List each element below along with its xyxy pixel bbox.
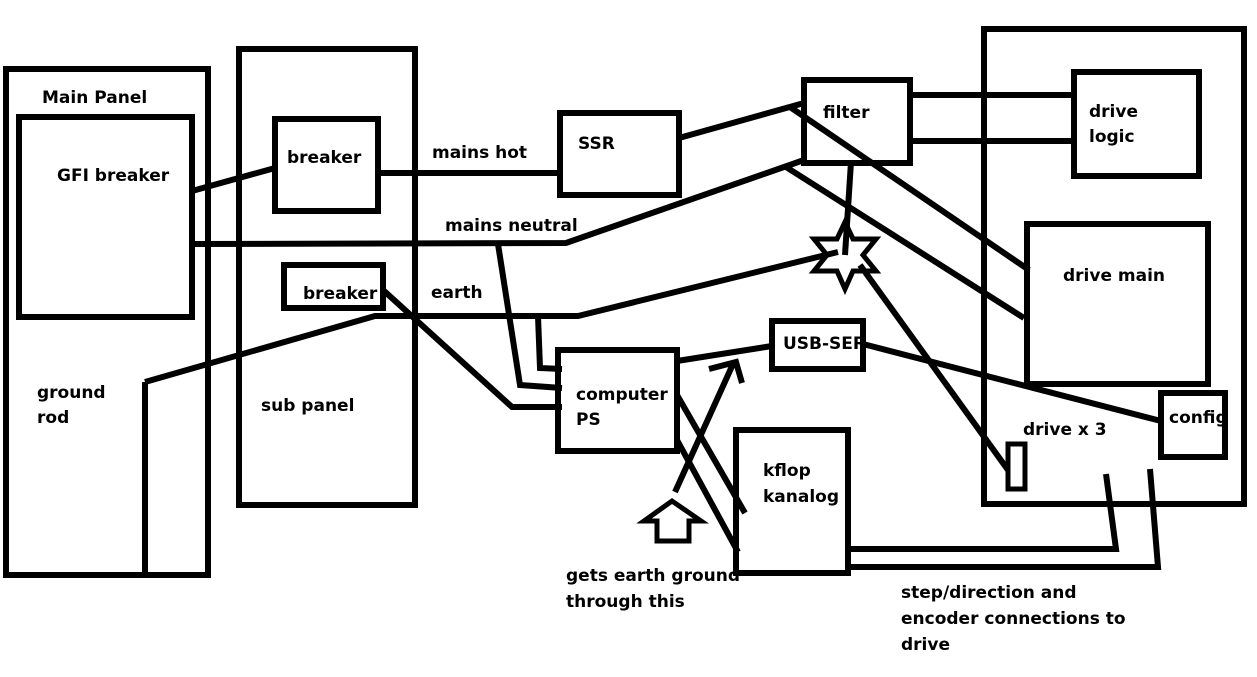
filter-box [801, 77, 913, 166]
step-note-line-3: drive [901, 635, 950, 655]
step-note-line-1: step/direction and [901, 583, 1077, 603]
wire-ps-to-usbser [676, 343, 773, 364]
drive-logic-label-2: logic [1089, 127, 1135, 147]
breaker-1-box [272, 116, 381, 214]
breaker-2-label: breaker [303, 284, 378, 304]
wire-ps-to-kflop-1 [674, 393, 748, 515]
main-panel-box [3, 66, 211, 578]
earth-note-line-2: through this [566, 592, 685, 612]
breaker-2-box [281, 262, 386, 311]
breaker-1-label: breaker [287, 148, 362, 168]
kflop-label-1: kflop [763, 461, 811, 481]
sub-panel-box [236, 46, 418, 508]
kflop-label-2: kanalog [763, 487, 840, 507]
drive-logic-box [1071, 69, 1202, 179]
wire-neutral-to-ps [495, 243, 563, 391]
ground-rod-label-1: ground [37, 383, 106, 403]
arrow-head [708, 358, 745, 384]
sub-panel-label: sub panel [261, 396, 355, 416]
drive-logic-label-1: drive [1089, 102, 1138, 122]
computer-ps-label-1: computer [576, 385, 668, 405]
wire-ssr-to-filter [678, 100, 805, 141]
mains-neutral-label: mains neutral [445, 216, 578, 236]
drive-main-box [1024, 221, 1211, 387]
wire-filter-to-drive-main-2 [784, 164, 1026, 321]
up-arrow-icon [636, 497, 710, 544]
wire-earth-to-ps [535, 315, 563, 372]
ssr-label: SSR [578, 134, 615, 154]
drive-connector-box [1005, 441, 1028, 492]
arrow-shaft [672, 362, 736, 494]
wire-usbser-to-config [862, 341, 1162, 424]
wire-breaker2-to-ps [380, 287, 562, 410]
computer-ps-label-2: PS [576, 410, 601, 430]
wire-encoder [848, 468, 1162, 570]
wire-star-to-drive [857, 263, 1011, 472]
earth-note-line-1: gets earth ground [566, 566, 741, 586]
wire-earth [144, 249, 839, 385]
config-box [1158, 390, 1228, 460]
ground-rod-label-2: rod [37, 408, 70, 428]
gfi-breaker-box [16, 114, 195, 320]
wire-filter-to-drive-main-1 [788, 104, 1031, 273]
wire-mains-neutral [191, 157, 805, 247]
main-panel-label: Main Panel [42, 88, 148, 108]
drive-main-label: drive main [1063, 266, 1166, 286]
drive-x3-label: drive x 3 [1023, 420, 1107, 440]
wire-filter-to-star [842, 161, 854, 256]
wire-gfi-to-breaker [191, 165, 276, 194]
ssr-box [557, 110, 682, 198]
wire-ps-to-kflop-2 [674, 438, 741, 554]
config-label: config [1169, 408, 1228, 428]
filter-label: filter [823, 103, 870, 123]
wire-step-dir [848, 473, 1120, 552]
earth-label: earth [431, 283, 483, 303]
mains-hot-label: mains hot [432, 143, 528, 163]
gfi-breaker-label: GFI breaker [57, 166, 170, 186]
star-ground-junction-icon [808, 216, 882, 296]
usb-ser-label: USB-SER [783, 334, 867, 354]
drive-enclosure-box [981, 26, 1247, 507]
step-note-line-2: encoder connections to [901, 609, 1126, 629]
